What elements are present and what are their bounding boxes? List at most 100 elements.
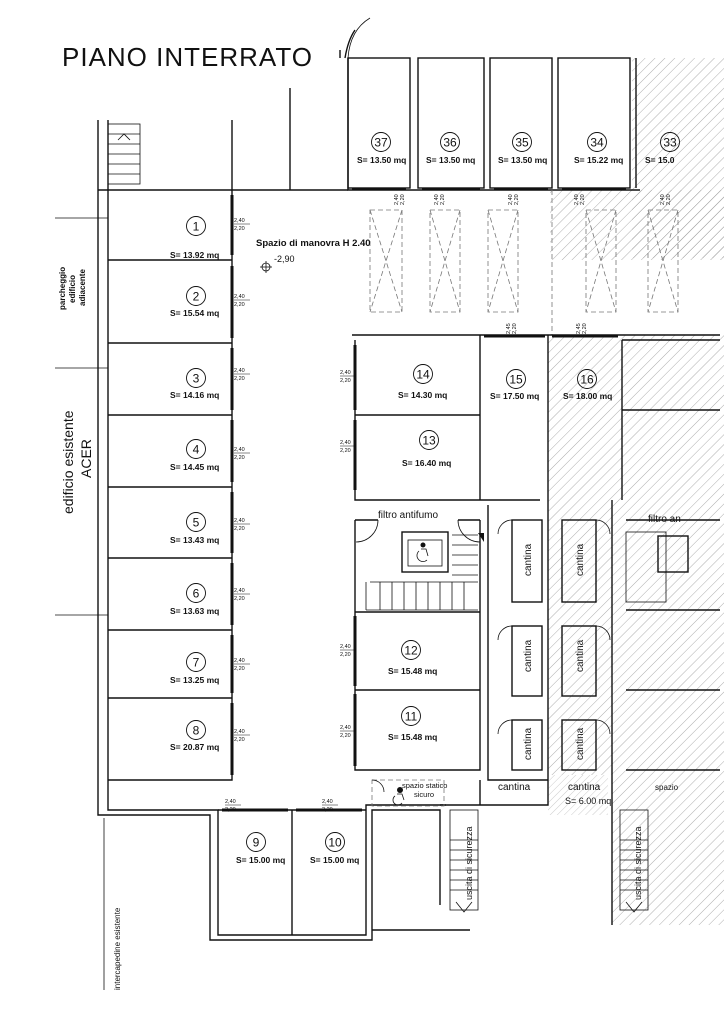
garage-number-circle xyxy=(440,132,460,152)
dimension-text: 2,20 xyxy=(582,323,588,334)
dimension-text: 2,40 xyxy=(234,658,245,664)
garage-area: S= 18.00 mq xyxy=(563,391,612,401)
garage-number-circle xyxy=(186,583,206,603)
garage-number: 4 xyxy=(193,443,200,457)
garage-area: S= 16.40 mq xyxy=(402,458,451,468)
dimension-text: 2,40 xyxy=(508,194,514,205)
dimension-text: 2,20 xyxy=(234,455,245,461)
stair-core xyxy=(353,519,484,771)
dimension-text: 2,20 xyxy=(440,194,446,205)
right-partial-block xyxy=(622,339,720,771)
garage-number-circle xyxy=(186,720,206,740)
garage-number-circle xyxy=(660,132,680,152)
dimension-text: 2,20 xyxy=(234,666,245,672)
parcheggio-label-3: adiacente xyxy=(78,269,87,306)
garage-number-circle xyxy=(506,369,526,389)
dimension-text: 2,20 xyxy=(225,807,236,813)
garage-area: S= 14.45 mq xyxy=(170,462,219,472)
garage-number: 6 xyxy=(193,587,200,601)
dimension-text: 2,40 xyxy=(340,370,351,376)
spazio-partial-label: spazio xyxy=(655,783,679,792)
dimension-text: 2,40 xyxy=(234,588,245,594)
garage-area: S= 13.92 mq xyxy=(170,250,219,260)
garage-number: 33 xyxy=(663,136,677,150)
height-dimensions: 2,402,202,402,202,402,202,402,202,402,20… xyxy=(225,194,672,813)
safe-space xyxy=(371,779,445,807)
garage-number: 35 xyxy=(515,136,529,150)
garage-number: 3 xyxy=(193,372,200,386)
cantina-label-right: cantina xyxy=(568,782,601,793)
garage-number-circle xyxy=(401,640,421,660)
dimension-text: 2,40 xyxy=(340,644,351,650)
garage-area: S= 14.30 mq xyxy=(398,390,447,400)
garage-number-circle xyxy=(413,364,433,384)
parcheggio-label-2: edificio xyxy=(68,275,77,303)
garage-area: S= 14.16 mq xyxy=(170,390,219,400)
garage-area: S= 15.48 mq xyxy=(388,732,437,742)
center-garage-walls xyxy=(352,334,720,501)
dimension-text: 2,20 xyxy=(234,737,245,743)
garage-area: S= 13.63 mq xyxy=(170,606,219,616)
dimension-text: 2,40 xyxy=(322,799,333,805)
garage-number-circle xyxy=(186,286,206,306)
dimension-text: 2,20 xyxy=(234,376,245,382)
cantina-cells xyxy=(440,500,613,925)
garage-number: 36 xyxy=(443,136,457,150)
garage-number-circle xyxy=(186,652,206,672)
garage-area: S= 15.00 mq xyxy=(236,855,285,865)
garage-number: 7 xyxy=(193,656,200,670)
safe-space-label-1: spazio statico xyxy=(402,781,447,790)
dimension-text: 2,20 xyxy=(580,194,586,205)
cantina-label: cantina xyxy=(523,639,534,672)
garage-number: 5 xyxy=(193,516,200,530)
dimension-text: 2,40 xyxy=(225,799,236,805)
garage-number-circle xyxy=(371,132,391,152)
dimension-text: 2,20 xyxy=(234,596,245,602)
dimension-text: 2,40 xyxy=(340,440,351,446)
garage-area: S= 13.50 mq xyxy=(426,155,475,165)
dimension-text: 2,40 xyxy=(574,194,580,205)
cantina-label: cantina xyxy=(523,543,534,576)
garage-number: 1 xyxy=(193,220,200,234)
garage-area: S= 17.50 mq xyxy=(490,391,539,401)
dimension-text: 2,40 xyxy=(434,194,440,205)
hatched-existing-area xyxy=(548,58,724,925)
garage-number-circle xyxy=(587,132,607,152)
garage-number-circle xyxy=(401,706,421,726)
dimension-text: 2,40 xyxy=(234,518,245,524)
garage-number-circle xyxy=(186,368,206,388)
garage-number: 15 xyxy=(509,373,523,387)
plan-title: PIANO INTERRATO xyxy=(62,42,313,72)
garage-number: 37 xyxy=(374,136,388,150)
garage-area: S= 13.43 mq xyxy=(170,535,219,545)
safe-space-label-2: sicuro xyxy=(414,790,434,799)
dimension-text: 2,20 xyxy=(234,526,245,532)
garage-area: S= 15.48 mq xyxy=(388,666,437,676)
stair-top-left xyxy=(107,123,141,185)
garage-number-circle xyxy=(246,832,266,852)
dimension-text: 2,20 xyxy=(666,194,672,205)
dimension-text: 2,45 xyxy=(506,323,512,334)
garage-number-circle xyxy=(186,216,206,236)
dimension-text: 2,20 xyxy=(514,194,520,205)
dimension-text: 2,40 xyxy=(394,194,400,205)
garage-number: 8 xyxy=(193,724,200,738)
cantina-label: cantina xyxy=(498,782,531,793)
garage-area: S= 13.25 mq xyxy=(170,675,219,685)
garage-number: 16 xyxy=(580,373,594,387)
garage-number: 10 xyxy=(328,836,342,850)
garage-area: S= 20.87 mq xyxy=(170,742,219,752)
garage-number-circle xyxy=(577,369,597,389)
dimension-text: 2,20 xyxy=(322,807,333,813)
edificio-label-2: ACER xyxy=(78,439,94,478)
garage-number: 13 xyxy=(422,434,436,448)
cantina-label: cantina xyxy=(575,543,586,576)
dimension-text: 2,40 xyxy=(660,194,666,205)
exit-label-right: uscita di sicurezza xyxy=(633,826,643,900)
garage-area: S= 15.54 mq xyxy=(170,308,219,318)
dimension-text: 2,40 xyxy=(340,725,351,731)
garage-number-circle xyxy=(419,430,439,450)
level-label: -2,90 xyxy=(274,254,295,264)
filtro-right-label: filtro an xyxy=(648,514,681,525)
